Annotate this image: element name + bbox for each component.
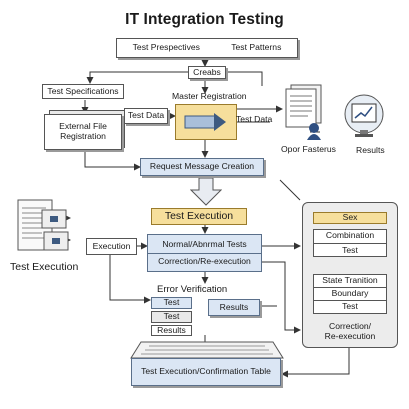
transfer-arrow-icon bbox=[184, 113, 226, 131]
normal-abnormal-label: Normal/Abnrmal Tests bbox=[162, 238, 247, 249]
results-mid-box: Results bbox=[208, 299, 260, 316]
creabs-box: Creabs bbox=[188, 66, 226, 79]
document-icon-left bbox=[17, 199, 69, 251]
big-down-arrow-icon bbox=[190, 178, 222, 206]
results-top-label: Results bbox=[356, 145, 385, 155]
panel-correction-text: Correction/ Re-execution bbox=[307, 321, 393, 341]
external-file-registration-box: External File Registration bbox=[44, 114, 122, 150]
panel-correction-label: Correction/ bbox=[328, 321, 372, 331]
test-data-left-box: Test Data bbox=[124, 108, 168, 124]
page-title: IT Integration Testing bbox=[125, 11, 284, 28]
external-file-registration-label: External File Registration bbox=[59, 121, 107, 141]
combination-test-label: Test bbox=[314, 242, 386, 256]
state-transition-box: State Tranition Boundary Test bbox=[313, 274, 387, 314]
master-registration-label: Master Registration bbox=[172, 91, 247, 101]
error-verification-label: Error Verification bbox=[157, 284, 228, 295]
panel-reexecution-label: Re-execution bbox=[324, 331, 376, 342]
stack-test-1: Test bbox=[151, 297, 192, 309]
boundary-label: Boundary bbox=[314, 287, 386, 299]
monitor-chart-icon bbox=[344, 94, 384, 137]
test-perspectives-label: Test Prespectives bbox=[132, 42, 200, 53]
test-data-right-label: Test Data bbox=[236, 114, 273, 124]
data-transfer-box bbox=[175, 104, 237, 140]
confirmation-table-box: Test Execution/Confirmation Table bbox=[131, 358, 281, 386]
test-execution-header: Test Execution bbox=[151, 208, 247, 225]
request-message-creation-box: Request Message Creation bbox=[140, 158, 264, 176]
combination-test-box: Combination Test bbox=[313, 229, 387, 257]
test-specifications-box: Test Specifications bbox=[42, 84, 124, 99]
opor-fasterus-label: Opor Fasterus bbox=[281, 144, 336, 154]
stack-results: Results bbox=[151, 325, 192, 336]
test-patterns-label: Test Patterns bbox=[231, 42, 282, 53]
state-test-label: Test bbox=[314, 299, 386, 312]
state-transition-label: State Tranition bbox=[322, 275, 378, 286]
right-panel: Sex Combination Test State Tranition Bou… bbox=[302, 202, 398, 348]
document-stack-icon bbox=[285, 84, 322, 140]
stack-test-2: Test bbox=[151, 311, 192, 323]
confirmation-table-stack bbox=[130, 341, 284, 359]
test-execution-left-label: Test Execution bbox=[10, 261, 79, 273]
sex-box: Sex bbox=[313, 212, 387, 224]
correction-reexecution-label: Correction/Re-execution bbox=[148, 252, 261, 267]
execution-box: Execution bbox=[86, 238, 137, 255]
test-perspectives-patterns-box: Test Prespectives Test Patterns bbox=[116, 38, 298, 58]
normal-correction-group: Normal/Abnrmal Tests Correction/Re-execu… bbox=[147, 234, 262, 272]
combination-label: Combination bbox=[325, 229, 375, 240]
